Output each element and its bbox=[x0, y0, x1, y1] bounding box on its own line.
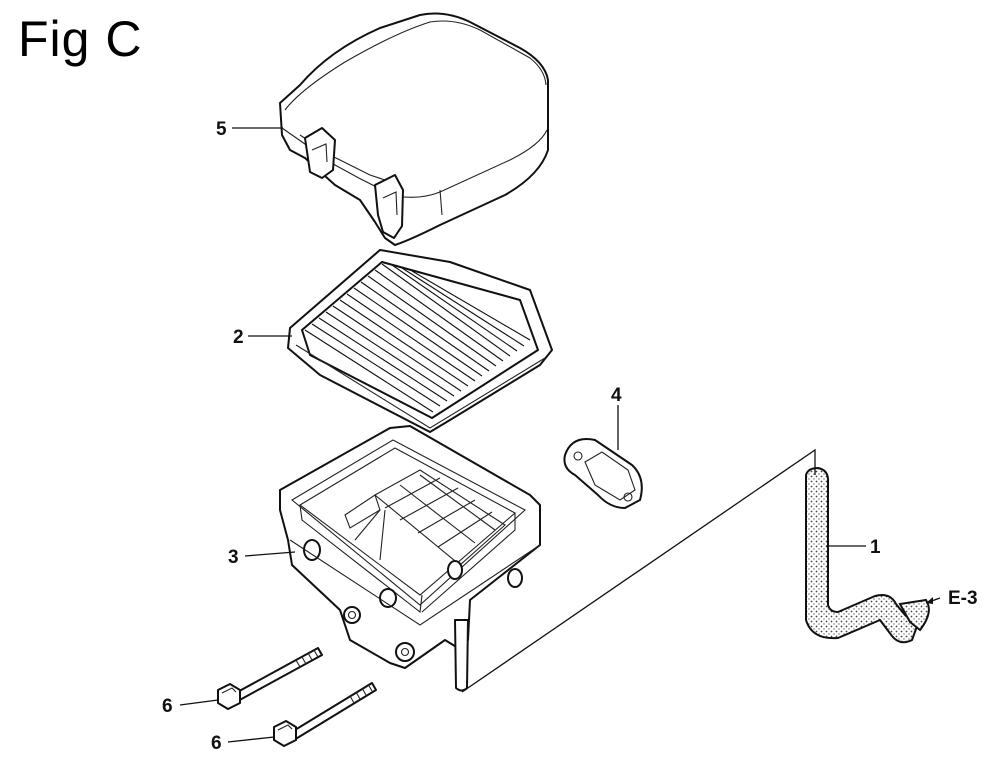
reference-e3: E-3 bbox=[948, 588, 978, 609]
callout-5: 5 bbox=[216, 119, 227, 140]
breather-tube bbox=[805, 467, 930, 644]
callout-3: 3 bbox=[228, 547, 239, 568]
callout-4: 4 bbox=[611, 385, 622, 406]
callout-6-upper: 6 bbox=[162, 696, 173, 717]
air-filter-element bbox=[287, 249, 553, 433]
bolt-lower bbox=[273, 682, 377, 747]
gasket bbox=[563, 438, 643, 509]
callout-1: 1 bbox=[870, 537, 881, 558]
figure-title: Fig C bbox=[18, 11, 143, 67]
tube-connection-line bbox=[461, 448, 816, 693]
callout-6-lower: 6 bbox=[211, 733, 222, 754]
air-cleaner-cover bbox=[279, 12, 549, 246]
air-cleaner-case bbox=[279, 425, 541, 692]
callout-2: 2 bbox=[233, 327, 244, 348]
bolt-upper bbox=[217, 647, 323, 710]
